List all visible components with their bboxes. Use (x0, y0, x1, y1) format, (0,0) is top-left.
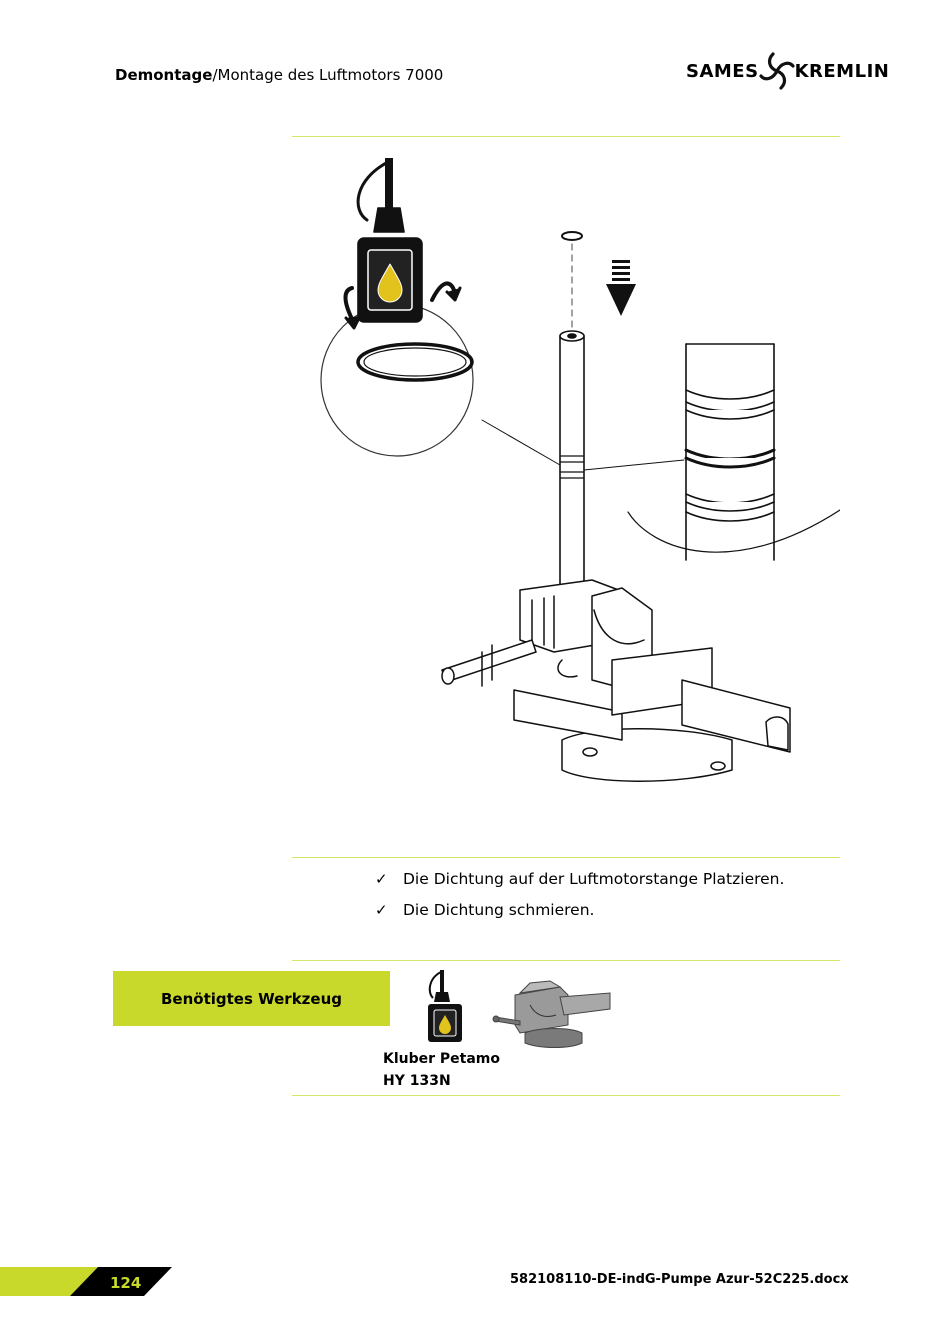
logo-right-word: KREMLIN (794, 60, 890, 82)
divider-mid (292, 857, 840, 858)
divider-top (292, 136, 840, 137)
lubricant-name: Kluber Petamo HY 133N (383, 1048, 500, 1092)
lubricant-name-line1: Kluber Petamo (383, 1051, 501, 1067)
rotate-arrows-icon (343, 281, 462, 330)
instruction-text: Die Dichtung auf der Luftmotorstange Pla… (403, 870, 785, 888)
list-item: ✓ Die Dichtung schmieren. (375, 901, 835, 932)
page-header-title: Demontage/Montage des Luftmotors 7000 (115, 66, 443, 84)
oil-bottle-tool (425, 968, 465, 1043)
tools-label: Benötigtes Werkzeug (160, 989, 342, 1008)
lubricant-name-line2: HY 133N (383, 1073, 451, 1089)
tools-label-band: Benötigtes Werkzeug (113, 971, 390, 1026)
header-title-rest: /Montage des Luftmotors 7000 (212, 66, 444, 84)
seal-groove-detail (627, 343, 841, 570)
o-ring-icon (356, 342, 474, 382)
checkmark-icon: ✓ (375, 870, 388, 888)
header-title-bold: Demontage (115, 66, 213, 84)
oil-bottle-icon (356, 158, 423, 323)
logo-left-word: SAMES (686, 60, 759, 82)
down-arrow-icon (606, 260, 636, 316)
bench-vise (441, 579, 791, 782)
bench-vise-icon (492, 980, 611, 1048)
motor-rod (559, 330, 585, 631)
footer-band (0, 1267, 172, 1296)
assembly-illustration (320, 158, 841, 782)
instruction-list: ✓ Die Dichtung auf der Luftmotorstange P… (375, 870, 835, 932)
assembly-figure (292, 140, 841, 852)
logo-swirl-icon (758, 52, 795, 90)
document-id: 582108110-DE-indG-Pumpe Azur-52C225.docx (510, 1272, 849, 1287)
company-logo: SAMES KREMLIN (686, 48, 891, 94)
checkmark-icon: ✓ (375, 901, 388, 919)
instruction-text: Die Dichtung schmieren. (403, 901, 595, 919)
page-number: 124 (110, 1274, 142, 1292)
bench-vise-tool (490, 975, 615, 1055)
list-item: ✓ Die Dichtung auf der Luftmotorstange P… (375, 870, 835, 901)
divider-tools-bottom (292, 1095, 840, 1096)
divider-tools-top (292, 960, 840, 961)
oil-bottle-icon (428, 970, 462, 1042)
